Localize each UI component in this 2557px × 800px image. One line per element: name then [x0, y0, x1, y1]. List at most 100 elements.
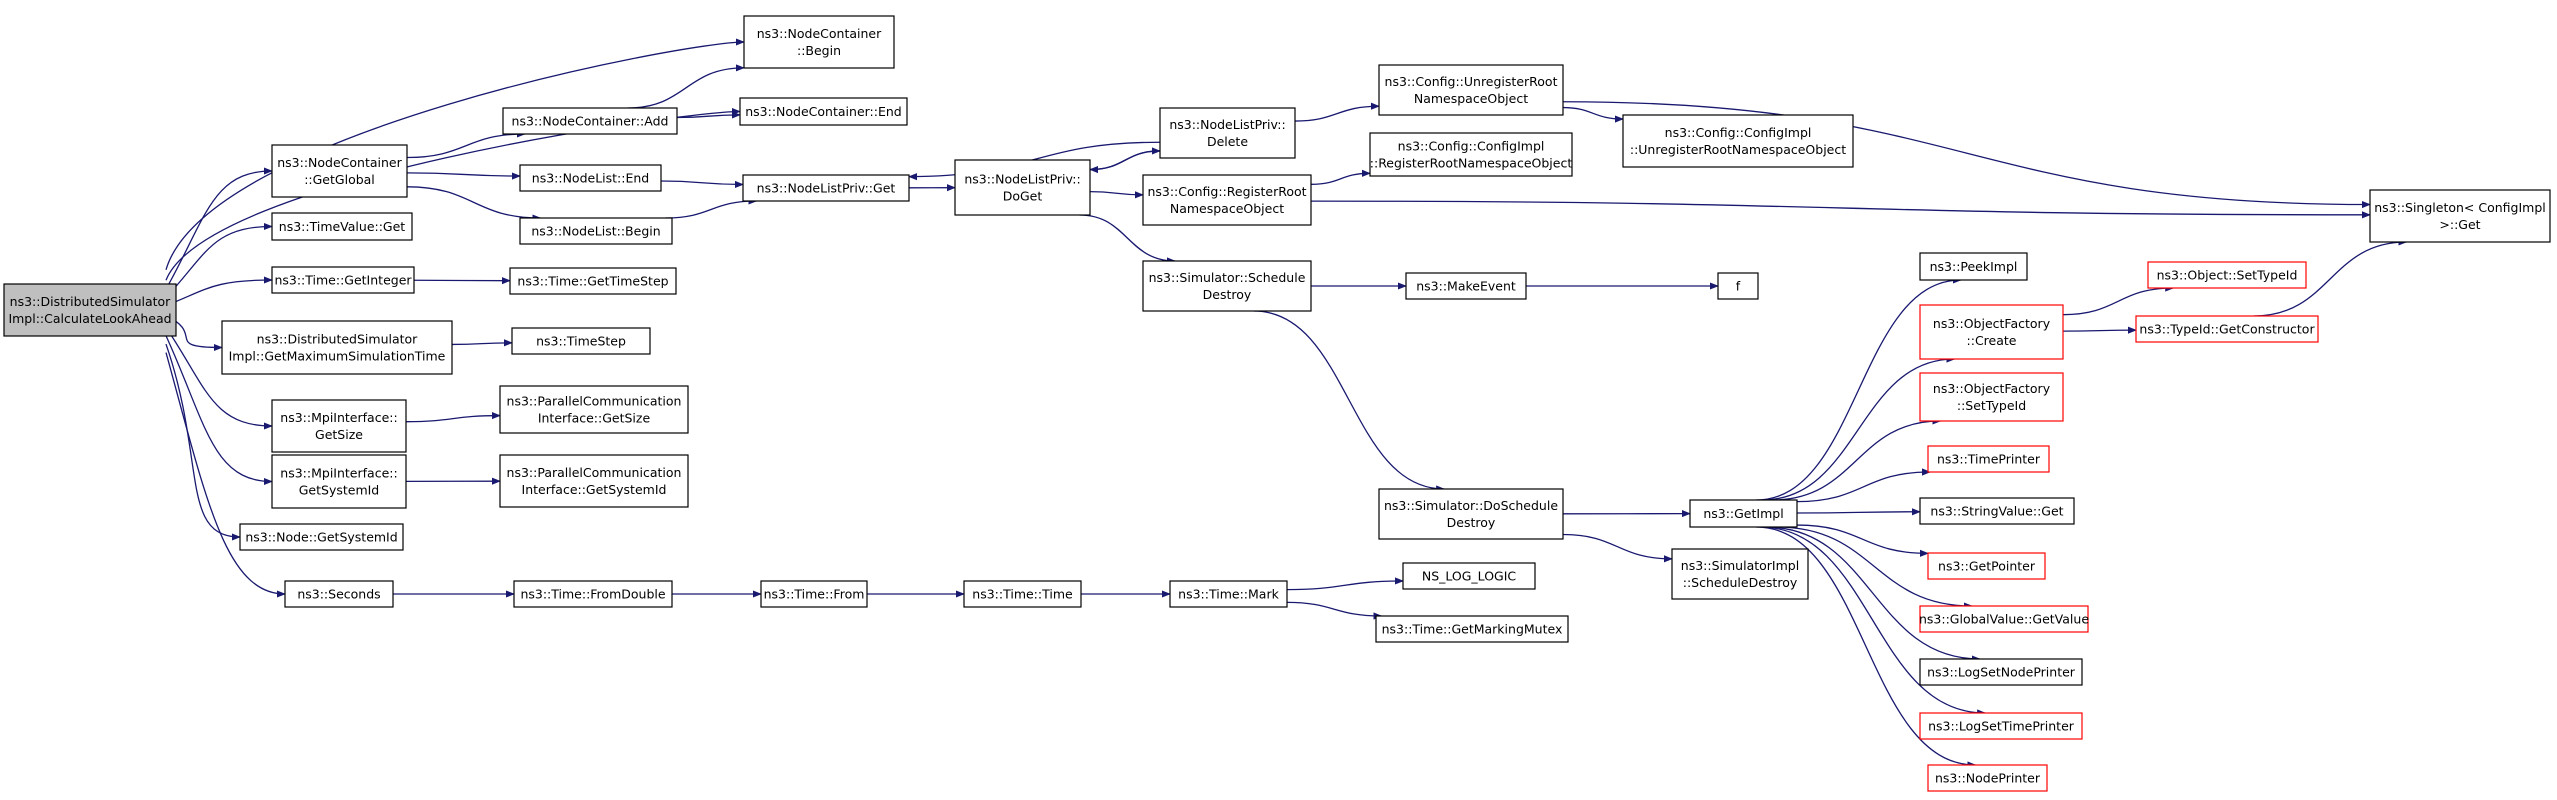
node-label-line: >::Get [2439, 217, 2480, 232]
node-box [1919, 605, 2089, 633]
edge-nlp_delete-to-cfg_unregister [1294, 102, 1380, 122]
node-box [1919, 372, 2064, 422]
node-box [284, 580, 394, 608]
node-simimpl_scheduledestroy[interactable]: ns3::SimulatorImpl::ScheduleDestroy [1671, 548, 1809, 600]
node-label-line: GetSize [315, 427, 363, 442]
edge-root-to-nc_end [165, 107, 741, 281]
node-label-line: Interface::GetSystemId [522, 482, 667, 497]
node-nc_end[interactable]: ns3::NodeContainer::End [739, 97, 908, 126]
node-makeevent[interactable]: ns3::MakeEvent [1405, 272, 1527, 300]
node-box [271, 399, 407, 453]
node-dsi_getmax[interactable]: ns3::DistributedSimulatorImpl::GetMaximu… [221, 320, 453, 375]
node-cfgimpl_register[interactable]: ns3::Config::ConfigImpl::RegisterRootNam… [1369, 132, 1573, 177]
node-typeid_getconstructor[interactable]: ns3::TypeId::GetConstructor [2135, 315, 2319, 343]
node-label-line: Delete [1207, 134, 1248, 149]
node-label-line: ns3::MakeEvent [1416, 279, 1516, 294]
node-nodeprinter[interactable]: ns3::NodePrinter [1927, 764, 2048, 792]
node-label-line: f [1736, 279, 1741, 294]
node-label-line: ns3::NodeList::End [532, 171, 649, 186]
edge-time_mark-to-ns_log_logic [1286, 577, 1404, 591]
node-box [1927, 552, 2046, 580]
edge-sim_doscheduledestroy-to-simimpl_scheduledestroy [1562, 533, 1673, 563]
edge-root-to-mpi_getsize [165, 327, 273, 430]
node-timestep[interactable]: ns3::TimeStep [511, 327, 651, 355]
node-label-line: ::ScheduleDestroy [1683, 575, 1798, 590]
node-box [1402, 562, 1536, 590]
edge-sim_scheduledestroy-to-sim_doscheduledestroy [1253, 310, 1446, 493]
node-box [2147, 261, 2307, 289]
node-label-line: ns3::Object::SetTypeId [2157, 268, 2298, 283]
node-label-line: ::Create [1967, 333, 2017, 348]
node-label-line: ns3::StringValue::Get [1930, 504, 2063, 519]
node-object_settypeid[interactable]: ns3::Object::SetTypeId [2147, 261, 2307, 289]
node-time_gettimestep[interactable]: ns3::Time::GetTimeStep [509, 267, 677, 295]
node-timevalue_get[interactable]: ns3::TimeValue::Get [271, 212, 413, 241]
node-mpi_getsystemid[interactable]: ns3::MpiInterface::GetSystemId [271, 454, 407, 509]
node-mpi_getsize[interactable]: ns3::MpiInterface::GetSize [271, 399, 407, 453]
node-timeprinter[interactable]: ns3::TimePrinter [1927, 445, 2050, 473]
node-node_getsystemid[interactable]: ns3::Node::GetSystemId [239, 523, 404, 551]
node-box [3, 283, 177, 337]
edge-getimpl-to-of_create [1761, 355, 1956, 501]
node-nlp_delete[interactable]: ns3::NodeListPriv::Delete [1159, 107, 1296, 159]
node-nl_end[interactable]: ns3::NodeList::End [519, 164, 662, 192]
node-of_create[interactable]: ns3::ObjectFactory::Create [1919, 304, 2064, 360]
node-getpointer[interactable]: ns3::GetPointer [1927, 552, 2046, 580]
node-peekimpl[interactable]: ns3::PeekImpl [1919, 252, 2028, 281]
node-time_mark[interactable]: ns3::Time::Mark [1169, 580, 1288, 608]
node-box [271, 144, 408, 198]
node-logsettimeprinter[interactable]: ns3::LogSetTimePrinter [1919, 712, 2083, 740]
node-time_time[interactable]: ns3::Time::Time [963, 580, 1082, 608]
node-seconds[interactable]: ns3::Seconds [284, 580, 394, 608]
node-box [499, 454, 689, 508]
node-nc_getglobal[interactable]: ns3::NodeContainer::GetGlobal [271, 144, 408, 198]
node-time_getinteger[interactable]: ns3::Time::GetInteger [271, 266, 415, 294]
edge-nlp_doget-to-cfg_register [1089, 190, 1144, 199]
node-time_getmarkingmutex[interactable]: ns3::Time::GetMarkingMutex [1375, 615, 1569, 643]
node-time_from[interactable]: ns3::Time::From [760, 580, 868, 608]
node-nlp_get[interactable]: ns3::NodeListPriv::Get [742, 174, 910, 202]
node-box [513, 580, 673, 608]
node-box [1142, 174, 1312, 226]
node-time_fromdouble[interactable]: ns3::Time::FromDouble [513, 580, 673, 608]
node-getimpl[interactable]: ns3::GetImpl [1689, 499, 1798, 528]
node-label-line: ns3::Time::Mark [1178, 587, 1279, 602]
node-nc_begin[interactable]: ns3::NodeContainer::Begin [743, 15, 895, 69]
node-label-line: ns3::GetImpl [1703, 506, 1783, 521]
node-of_settypeid[interactable]: ns3::ObjectFactory::SetTypeId [1919, 372, 2064, 422]
node-nc_add[interactable]: ns3::NodeContainer::Add [502, 107, 678, 135]
node-root[interactable]: ns3::DistributedSimulatorImpl::Calculate… [3, 283, 177, 337]
node-label-line: ::SetTypeId [1957, 398, 2026, 413]
node-singleton_get[interactable]: ns3::Singleton< ConfigImpl >::Get [2369, 189, 2551, 243]
node-ns_log_logic[interactable]: NS_LOG_LOGIC [1402, 562, 1536, 590]
node-box [742, 174, 910, 202]
node-label-line: ns3::Time::FromDouble [520, 587, 665, 602]
node-label-line: ns3::GlobalValue::GetValue [1919, 612, 2089, 627]
node-label-line: ns3::TimeStep [536, 334, 626, 349]
edge-nc_getglobal-to-nl_end [406, 172, 521, 180]
node-sim_scheduledestroy[interactable]: ns3::Simulator::ScheduleDestroy [1142, 260, 1312, 312]
node-pci_getsize[interactable]: ns3::ParallelCommunicationInterface::Get… [499, 385, 689, 434]
node-nl_begin[interactable]: ns3::NodeList::Begin [519, 217, 673, 245]
node-label-line: ns3::DistributedSimulator [257, 332, 419, 347]
node-label-line: ns3::ParallelCommunication [507, 394, 682, 409]
node-label-line: Destroy [1447, 515, 1496, 530]
node-label-line: NamespaceObject [1414, 91, 1528, 106]
edge-root-to-mpi_getsystemid [165, 335, 273, 486]
node-nlp_doget[interactable]: ns3::NodeListPriv::DoGet [954, 159, 1091, 216]
node-cfg_register[interactable]: ns3::Config::RegisterRootNamespaceObject [1142, 174, 1312, 226]
node-label-line: ns3::NodePrinter [1935, 771, 2041, 786]
node-label-line: ns3::Time::From [764, 587, 865, 602]
node-box [954, 159, 1091, 216]
node-label-line: ns3::NodeListPriv:: [1169, 117, 1285, 132]
edge-getimpl-to-globalvalue_getvalue [1776, 526, 1973, 610]
node-cfgimpl_unregister[interactable]: ns3::Config::ConfigImpl::UnregisterRootN… [1622, 114, 1854, 168]
edge-typeid_getconstructor-to-singleton_get [2253, 238, 2408, 317]
node-globalvalue_getvalue[interactable]: ns3::GlobalValue::GetValue [1919, 605, 2089, 633]
node-stringvalue_get[interactable]: ns3::StringValue::Get [1919, 497, 2075, 525]
node-f[interactable]: f [1717, 272, 1759, 300]
node-logsetnodeprinter[interactable]: ns3::LogSetNodePrinter [1919, 658, 2083, 686]
node-cfg_unregister[interactable]: ns3::Config::UnregisterRootNamespaceObje… [1378, 64, 1564, 116]
node-pci_getsystemid[interactable]: ns3::ParallelCommunicationInterface::Get… [499, 454, 689, 508]
